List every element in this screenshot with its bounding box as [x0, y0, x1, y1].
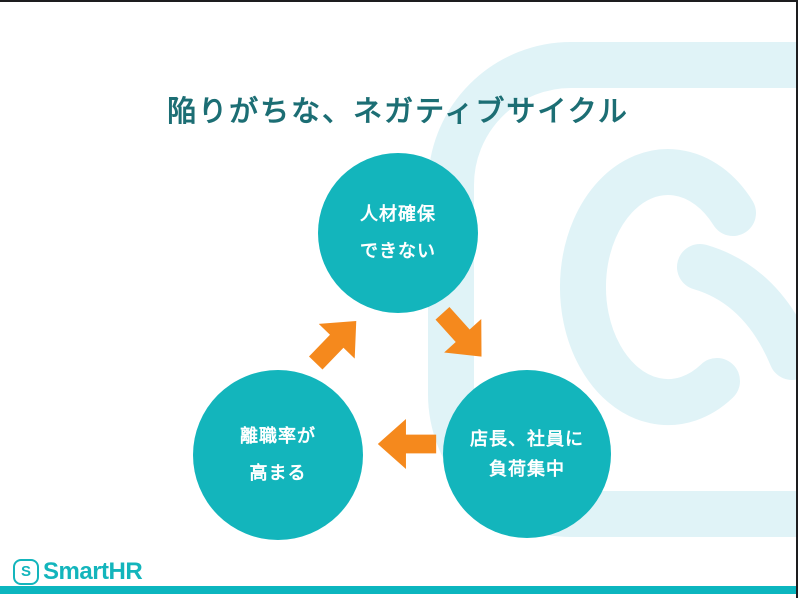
arrow-up-right-icon: [308, 321, 357, 370]
node-line: 離職率が: [240, 426, 316, 446]
node-line: 人材確保: [360, 204, 436, 224]
slide-title: 陥りがちな、ネガティブサイクル: [167, 96, 629, 128]
smarthr-logo: S SmartHR: [13, 557, 143, 585]
node-line: 高まる: [249, 463, 307, 483]
cycle-node-load-concentration: 店長、社員に 負荷集中: [443, 370, 611, 538]
cycle-node-talent-shortage: 人材確保 できない: [318, 153, 478, 313]
node-line: できない: [360, 241, 436, 261]
smarthr-s-icon: S: [13, 558, 39, 585]
arrow-left-icon: [377, 419, 437, 469]
cycle-node-turnover-rise: 離職率が 高まる: [193, 370, 363, 540]
footer-accent-bar: [0, 586, 796, 594]
node-line: 店長、社員に: [470, 429, 584, 449]
arrow-down-right-icon: [435, 307, 482, 357]
smarthr-wordmark: SmartHR: [43, 557, 143, 585]
node-line: 負荷集中: [489, 459, 565, 479]
